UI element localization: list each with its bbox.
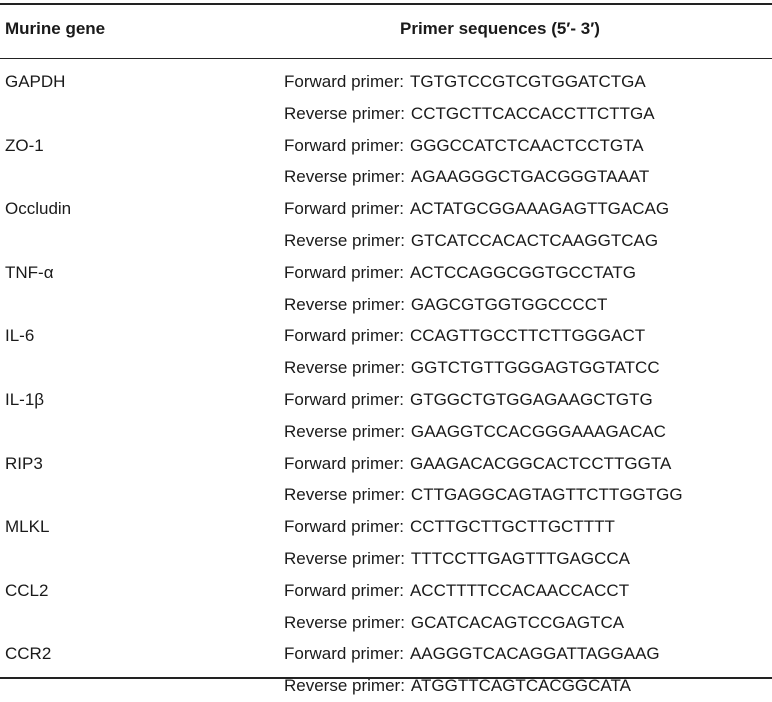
primer-cell: Forward primer:ACTCCAGGCGGTGCCTATG xyxy=(284,257,636,289)
primer-sequence: ACTCCAGGCGGTGCCTATG xyxy=(409,262,636,282)
primer-sequence: CCAGTTGCCTTCTTGGGACT xyxy=(409,326,646,346)
primer-type: Forward primer: xyxy=(284,644,404,664)
header-gene: Murine gene xyxy=(5,19,106,38)
table-row: Reverse primer:GAAGGTCCACGGGAAAGACAC xyxy=(0,416,772,448)
table-row: Reverse primer:CTTGAGGCAGTAGTTCTTGGTGG xyxy=(0,479,772,511)
primer-cell: Reverse primer:GCATCACAGTCCGAGTCA xyxy=(284,607,624,639)
primer-cell: Reverse primer:AGAAGGGCTGACGGGTAAAT xyxy=(284,161,649,193)
primer-sequence: GAGCGTGGTGGCCCCT xyxy=(410,294,608,314)
primer-sequence: CCTGCTTCACCACCTTCTTGA xyxy=(410,103,655,123)
table-row: MLKL Forward primer:CCTTGCTTGCTTGCTTTT xyxy=(0,511,772,543)
gene-name: ZO-1 xyxy=(5,135,44,155)
primer-type: Reverse primer: xyxy=(284,103,405,123)
table-row: Occludin Forward primer:ACTATGCGGAAAGAGTT… xyxy=(0,193,772,225)
primer-cell: Reverse primer:TTTCCTTGAGTTTGAGCCA xyxy=(284,543,630,575)
primer-cell: Reverse primer:GAGCGTGGTGGCCCCT xyxy=(284,289,607,321)
table-row: IL-1β Forward primer:GTGGCTGTGGAGAAGCTGTG xyxy=(0,384,772,416)
primer-type: Forward primer: xyxy=(284,580,404,600)
top-rule xyxy=(0,3,772,5)
primer-type: Reverse primer: xyxy=(284,548,405,568)
primer-sequence: CTTGAGGCAGTAGTTCTTGGTGG xyxy=(410,485,683,505)
table-row: Reverse primer:GAGCGTGGTGGCCCCT xyxy=(0,289,772,321)
primer-sequence: GTCATCCACACTCAAGGTCAG xyxy=(410,230,659,250)
primer-cell: Forward primer:CCTTGCTTGCTTGCTTTT xyxy=(284,511,615,543)
table-row: Reverse primer:TTTCCTTGAGTTTGAGCCA xyxy=(0,543,772,575)
primer-type: Reverse primer: xyxy=(284,230,405,250)
table-row: GAPDH Forward primer: TGTGTCCGTCGTGGATCTGA xyxy=(0,66,772,98)
primer-sequence: TGTGTCCGTCGTGGATCTGA xyxy=(409,72,646,91)
primer-cell: Forward primer: TGTGTCCGTCGTGGATCTGA xyxy=(284,66,646,98)
table-row: TNF-α Forward primer:ACTCCAGGCGGTGCCTATG xyxy=(0,257,772,289)
table-row: Reverse primer:AGAAGGGCTGACGGGTAAAT xyxy=(0,161,772,193)
table-row: CCR2 Forward primer:AAGGGTCACAGGATTAGGAAG xyxy=(0,638,772,670)
primer-cell: Reverse primer:ATGGTTCAGTCACGGCATA xyxy=(284,670,631,702)
table-header: Murine gene Primer sequences (5′- 3′) xyxy=(0,10,772,52)
primer-cell: Reverse primer:CTTGAGGCAGTAGTTCTTGGTGG xyxy=(284,479,683,511)
primer-cell: Forward primer:ACCTTTTCCACAACCACCT xyxy=(284,575,629,607)
table-row: Reverse primer:GCATCACAGTCCGAGTCA xyxy=(0,607,772,639)
table-row: CCL2 Forward primer:ACCTTTTCCACAACCACCT xyxy=(0,575,772,607)
primer-sequence: GGTCTGTTGGGAGTGGTATCC xyxy=(410,358,660,378)
gene-name: CCR2 xyxy=(5,644,52,664)
primer-type: Reverse primer: xyxy=(284,167,405,187)
primer-type: Reverse primer: xyxy=(284,485,405,505)
primer-type: Forward primer: xyxy=(284,262,404,282)
primer-sequence: GCATCACAGTCCGAGTCA xyxy=(410,612,625,632)
primer-cell: Reverse primer:GGTCTGTTGGGAGTGGTATCC xyxy=(284,352,660,384)
primer-cell: Reverse primer:CCTGCTTCACCACCTTCTTGA xyxy=(284,98,655,130)
primer-sequence: GAAGGTCCACGGGAAAGACAC xyxy=(410,421,666,441)
primer-sequence: TTTCCTTGAGTTTGAGCCA xyxy=(410,548,631,568)
gene-name: GAPDH xyxy=(5,72,66,91)
gene-name: Occludin xyxy=(5,199,72,219)
gene-name: MLKL xyxy=(5,517,50,537)
primer-cell: Forward primer:GAAGACACGGCACTCCTTGGTA xyxy=(284,448,671,480)
table-row: Reverse primer:CCTGCTTCACCACCTTCTTGA xyxy=(0,98,772,130)
primer-sequence: AAGGGTCACAGGATTAGGAAG xyxy=(409,644,660,664)
header-rule xyxy=(0,58,772,59)
gene-name: TNF-α xyxy=(5,262,54,282)
primer-sequence: GAAGACACGGCACTCCTTGGTA xyxy=(409,453,672,473)
gene-name: IL-6 xyxy=(5,326,35,346)
primer-cell: Forward primer:GTGGCTGTGGAGAAGCTGTG xyxy=(284,384,653,416)
primer-cell: Forward primer:GGGCCATCTCAACTCCTGTA xyxy=(284,130,644,162)
primer-type: Reverse primer: xyxy=(284,421,405,441)
primer-type: Reverse primer: xyxy=(284,294,405,314)
primer-sequence: ACTATGCGGAAAGAGTTGACAG xyxy=(409,199,670,219)
table-row: IL-6 Forward primer:CCAGTTGCCTTCTTGGGACT xyxy=(0,320,772,352)
primer-cell: Reverse primer:GAAGGTCCACGGGAAAGACAC xyxy=(284,416,666,448)
gene-name: IL-1β xyxy=(5,389,45,409)
primer-type: Forward primer: xyxy=(284,389,404,409)
table-row: Reverse primer:GTCATCCACACTCAAGGTCAG xyxy=(0,225,772,257)
primer-type: Forward primer: xyxy=(284,326,404,346)
primer-cell: Reverse primer:GTCATCCACACTCAAGGTCAG xyxy=(284,225,658,257)
primer-cell: Forward primer:AAGGGTCACAGGATTAGGAAG xyxy=(284,638,660,670)
primer-type: Forward primer: xyxy=(284,135,404,155)
primer-sequence: ACCTTTTCCACAACCACCT xyxy=(409,580,630,600)
primer-type: Forward primer: xyxy=(284,517,404,537)
primer-table: Murine gene Primer sequences (5′- 3′) GA… xyxy=(0,3,772,695)
primer-sequence: GTGGCTGTGGAGAAGCTGTG xyxy=(409,389,653,409)
primer-cell: Forward primer:ACTATGCGGAAAGAGTTGACAG xyxy=(284,193,669,225)
primer-type: Reverse primer: xyxy=(284,358,405,378)
table-body: GAPDH Forward primer: TGTGTCCGTCGTGGATCTGA… xyxy=(0,66,772,702)
primer-sequence: AGAAGGGCTGACGGGTAAAT xyxy=(410,167,650,187)
primer-type: Forward primer: xyxy=(284,453,404,473)
primer-type: Reverse primer: xyxy=(284,612,405,632)
table-row: RIP3 Forward primer:GAAGACACGGCACTCCTTGGT… xyxy=(0,448,772,480)
gene-name: CCL2 xyxy=(5,580,49,600)
primer-sequence: GGGCCATCTCAACTCCTGTA xyxy=(409,135,644,155)
primer-type: Forward primer: xyxy=(284,199,404,219)
primer-sequence: CCTTGCTTGCTTGCTTTT xyxy=(409,517,615,537)
header-primer: Primer sequences (5′- 3′) xyxy=(400,19,600,38)
table-row: ZO-1 Forward primer:GGGCCATCTCAACTCCTGTA xyxy=(0,130,772,162)
primer-cell: Forward primer:CCAGTTGCCTTCTTGGGACT xyxy=(284,320,645,352)
table-row: Reverse primer:GGTCTGTTGGGAGTGGTATCC xyxy=(0,352,772,384)
primer-type: Forward primer: xyxy=(284,72,404,91)
table-row: Reverse primer:ATGGTTCAGTCACGGCATA xyxy=(0,670,772,702)
gene-name: RIP3 xyxy=(5,453,43,473)
bottom-rule xyxy=(0,677,772,679)
